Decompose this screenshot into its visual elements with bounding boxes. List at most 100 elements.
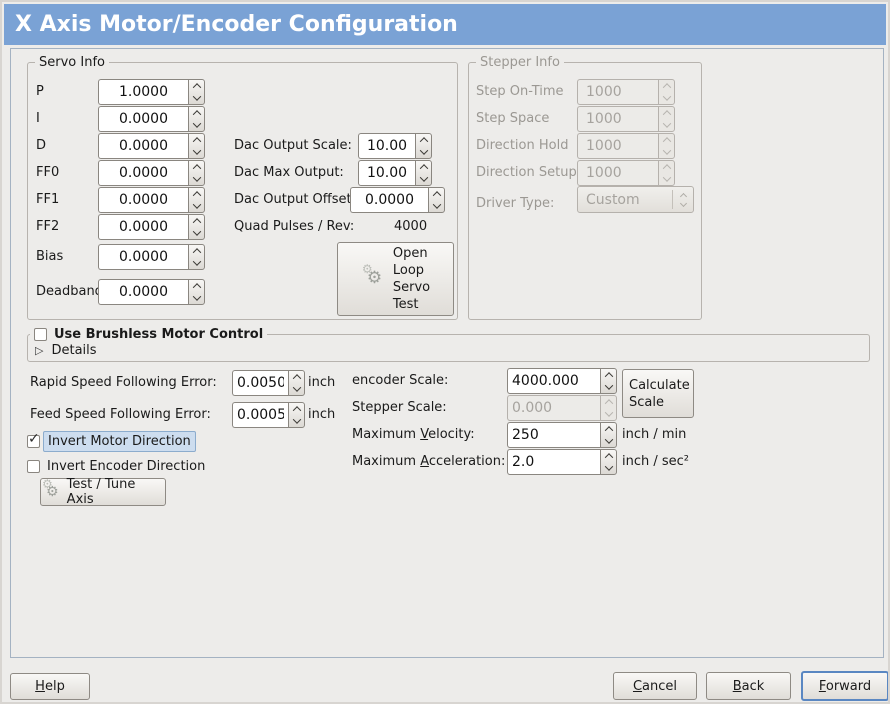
spin-down-button[interactable] [189, 146, 204, 158]
spin-down-button[interactable] [189, 92, 204, 104]
stepper-scale-label: Stepper Scale: [352, 400, 447, 415]
spin-down-button[interactable] [189, 119, 204, 131]
forward-label: Forward [818, 678, 872, 694]
spin-up-button[interactable] [601, 450, 616, 462]
dac-output-scale-input[interactable] [358, 133, 415, 159]
encoder-scale-spinbox [507, 368, 617, 394]
ff2-input[interactable] [98, 214, 188, 240]
ff1-input[interactable] [98, 187, 188, 213]
bias-spinbox [98, 244, 205, 270]
use-brushless-checkbox[interactable] [34, 328, 47, 341]
max-acceleration-spinbox [507, 449, 617, 475]
ff0-input[interactable] [98, 160, 188, 186]
spin-up-button[interactable] [189, 134, 204, 146]
step-space-spinbox [577, 106, 675, 132]
driver-type-value: Custom [586, 191, 640, 208]
direction-hold-spinbox [577, 133, 675, 159]
open-loop-servo-test-label: Open Loop Servo Test [392, 246, 431, 312]
calculate-scale-label: Calculate Scale [629, 377, 690, 410]
spin-down-button[interactable] [289, 415, 304, 427]
i-label: I [36, 111, 40, 126]
spin-up-button[interactable] [601, 369, 616, 381]
spin-down-button[interactable] [601, 381, 616, 393]
spin-up-button[interactable] [429, 188, 444, 200]
feed-following-error-input[interactable] [232, 402, 288, 428]
spin-up-button[interactable] [416, 134, 431, 146]
servo-info-frame [27, 62, 458, 320]
spin-up-button[interactable] [601, 423, 616, 435]
dac-max-output-input[interactable] [358, 160, 415, 186]
p-input[interactable] [98, 79, 188, 105]
spin-down-button[interactable] [189, 173, 204, 185]
spin-up-button[interactable] [289, 371, 304, 383]
ff1-spinbox [98, 187, 205, 213]
invert-motor-label[interactable]: Invert Motor Direction [43, 431, 196, 452]
ff1-label: FF1 [36, 192, 60, 207]
spin-down-button[interactable] [289, 383, 304, 395]
dac-max-output-label: Dac Max Output: [234, 165, 344, 180]
spin-down-button[interactable] [601, 462, 616, 474]
spin-down-button[interactable] [429, 200, 444, 212]
spin-down-button[interactable] [189, 292, 204, 304]
cancel-button[interactable]: Cancel [613, 672, 697, 700]
spin-up-button[interactable] [189, 188, 204, 200]
spin-up-button[interactable] [189, 280, 204, 292]
spin-up-button[interactable] [189, 245, 204, 257]
feed-following-error-label: Feed Speed Following Error: [30, 407, 211, 422]
spin-up-button[interactable] [189, 107, 204, 119]
spin-down-button[interactable] [189, 200, 204, 212]
rapid-following-error-input[interactable] [232, 370, 288, 396]
spin-up-button[interactable] [189, 80, 204, 92]
forward-button[interactable]: Forward [801, 671, 888, 701]
spin-up-button [659, 161, 674, 173]
page-title: X Axis Motor/Encoder Configuration [4, 4, 886, 45]
encoder-scale-input[interactable] [507, 368, 600, 394]
step-on-time-input [577, 79, 658, 105]
p-label: P [36, 84, 44, 99]
spin-down-button [659, 146, 674, 158]
bias-input[interactable] [98, 244, 188, 270]
d-input[interactable] [98, 133, 188, 159]
stepper-info-frame [468, 62, 702, 320]
invert-motor-checkbox[interactable]: ✓ [27, 431, 40, 448]
max-velocity-input[interactable] [507, 422, 600, 448]
spin-up-button[interactable] [189, 161, 204, 173]
deadband-input[interactable] [98, 279, 188, 305]
details-expander[interactable]: ▷ Details [35, 342, 97, 360]
direction-hold-input [577, 133, 658, 159]
help-button[interactable]: Help [10, 673, 90, 700]
invert-encoder-checkbox[interactable] [27, 460, 40, 473]
spin-down-button[interactable] [189, 227, 204, 239]
test-tune-axis-button[interactable]: ⚙⚙ Test / Tune Axis [40, 477, 166, 507]
spin-down-button[interactable] [601, 435, 616, 447]
spin-down-button[interactable] [416, 146, 431, 158]
spin-up-button [659, 80, 674, 92]
spin-down-button[interactable] [189, 257, 204, 269]
spin-up-button[interactable] [189, 215, 204, 227]
quad-pulses-label: Quad Pulses / Rev: [234, 219, 355, 234]
encoder-scale-label: encoder Scale: [352, 373, 449, 388]
driver-type-label: Driver Type: [476, 196, 555, 211]
step-space-label: Step Space [476, 111, 550, 126]
back-button[interactable]: Back [706, 672, 791, 700]
ff2-spinbox [98, 214, 205, 240]
ff2-label: FF2 [36, 219, 60, 234]
spin-up-button[interactable] [289, 403, 304, 415]
direction-setup-spinbox [577, 160, 675, 186]
i-input[interactable] [98, 106, 188, 132]
spin-down-button [601, 408, 616, 420]
calculate-scale-button[interactable]: Calculate Scale [622, 369, 694, 418]
servo-info-legend: Servo Info [35, 56, 109, 70]
d-label: D [36, 138, 47, 153]
ff0-spinbox [98, 160, 205, 186]
dac-output-offset-input[interactable] [350, 187, 428, 213]
invert-encoder-label[interactable]: Invert Encoder Direction [47, 459, 206, 474]
open-loop-servo-test-button[interactable]: ⚙⚙ Open Loop Servo Test [337, 242, 454, 316]
check-icon: ✓ [28, 431, 40, 447]
spin-up-button[interactable] [416, 161, 431, 173]
max-velocity-spinbox [507, 422, 617, 448]
gears-icon: ⚙⚙ [361, 262, 383, 288]
spin-down-button[interactable] [416, 173, 431, 185]
max-acceleration-input[interactable] [507, 449, 600, 475]
